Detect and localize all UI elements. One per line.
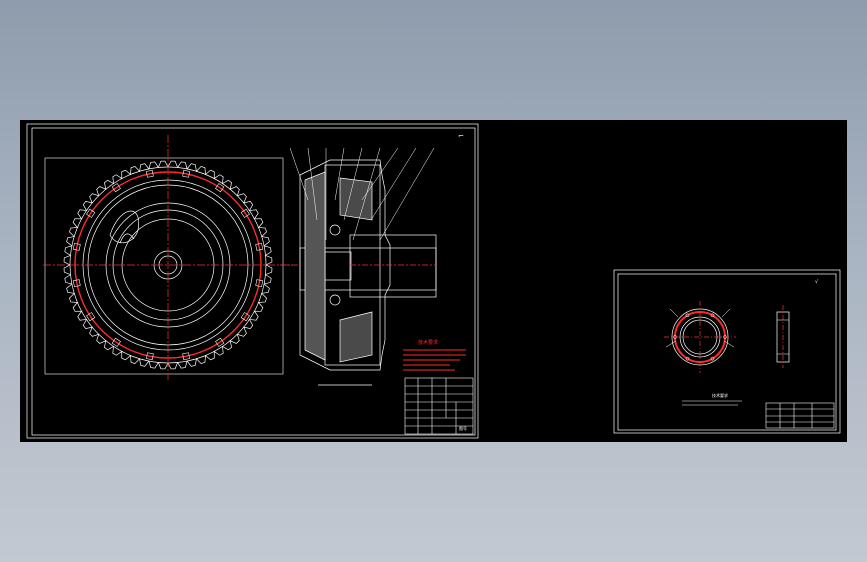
bolt-hole xyxy=(240,312,250,322)
front-view-frame xyxy=(44,157,284,375)
hatched-hub-section xyxy=(304,171,326,361)
hub-block xyxy=(324,251,352,281)
bolt-hole xyxy=(111,183,121,193)
leader-line xyxy=(379,147,435,241)
hatched-cover-section xyxy=(339,311,373,363)
bolt-hole xyxy=(182,169,191,178)
section-outline xyxy=(299,159,391,371)
bolt-hole xyxy=(255,242,264,251)
detail-drawing-sheet: √ 技术要求 xyxy=(613,269,841,434)
detail-title-block xyxy=(765,402,835,429)
part-hole xyxy=(685,313,690,318)
bolt-hole xyxy=(182,352,191,361)
technical-notes: 技术要求 xyxy=(403,339,466,371)
part-side-view xyxy=(776,305,790,368)
main-drawing-sheet: ⌐ xyxy=(26,123,479,439)
part-front-view xyxy=(664,301,736,373)
bolt-hole xyxy=(255,279,264,288)
sheet-outer-border xyxy=(26,123,479,439)
cutout-detail xyxy=(119,233,135,244)
bolt-hole xyxy=(111,337,121,347)
leader-line xyxy=(361,147,399,201)
bearing-ball xyxy=(329,294,341,306)
part-hole xyxy=(710,313,715,318)
notes-heading: 技术要求 xyxy=(418,339,438,346)
leader-line xyxy=(370,147,417,221)
bolt-hole xyxy=(215,337,225,347)
bolt-hole xyxy=(86,208,96,218)
bolt-holes xyxy=(72,169,264,361)
leader-line xyxy=(289,147,309,201)
detail-notes: 技术要求 xyxy=(682,392,742,406)
bolt-hole xyxy=(145,352,154,361)
part-outer-circle xyxy=(671,308,729,366)
detail-sheet-inner-border xyxy=(617,273,837,431)
detail-corner-mark: √ xyxy=(815,279,819,285)
sheet-inner-border xyxy=(31,127,476,436)
part-hole xyxy=(685,356,690,361)
bolt-hole xyxy=(72,242,81,251)
drawing-canvas[interactable] xyxy=(20,120,847,442)
bolt-hole xyxy=(145,169,154,178)
part-inner-circle xyxy=(679,316,721,358)
section-view xyxy=(280,147,437,386)
title-block-label: 图号 xyxy=(459,425,467,431)
flange-box xyxy=(349,234,437,298)
bolt-hole xyxy=(240,208,250,218)
bolt-hole xyxy=(215,183,225,193)
hatched-plate-section xyxy=(339,177,373,221)
leader-line xyxy=(307,147,318,221)
bolt-hole xyxy=(72,279,81,288)
bearing-ball xyxy=(329,224,341,236)
detail-sheet-outer-border xyxy=(613,269,841,434)
front-view xyxy=(43,135,293,380)
cutout-window xyxy=(109,210,140,243)
leader-line xyxy=(352,147,381,241)
leader-line xyxy=(343,147,363,221)
part-hole xyxy=(710,356,715,361)
leader-lines xyxy=(289,147,435,241)
title-block: 图号 xyxy=(404,377,474,435)
sheet-corner-mark: ⌐ xyxy=(458,132,464,140)
detail-notes-heading: 技术要求 xyxy=(712,392,728,398)
leader-line xyxy=(334,147,345,201)
bolt-hole xyxy=(86,312,96,322)
